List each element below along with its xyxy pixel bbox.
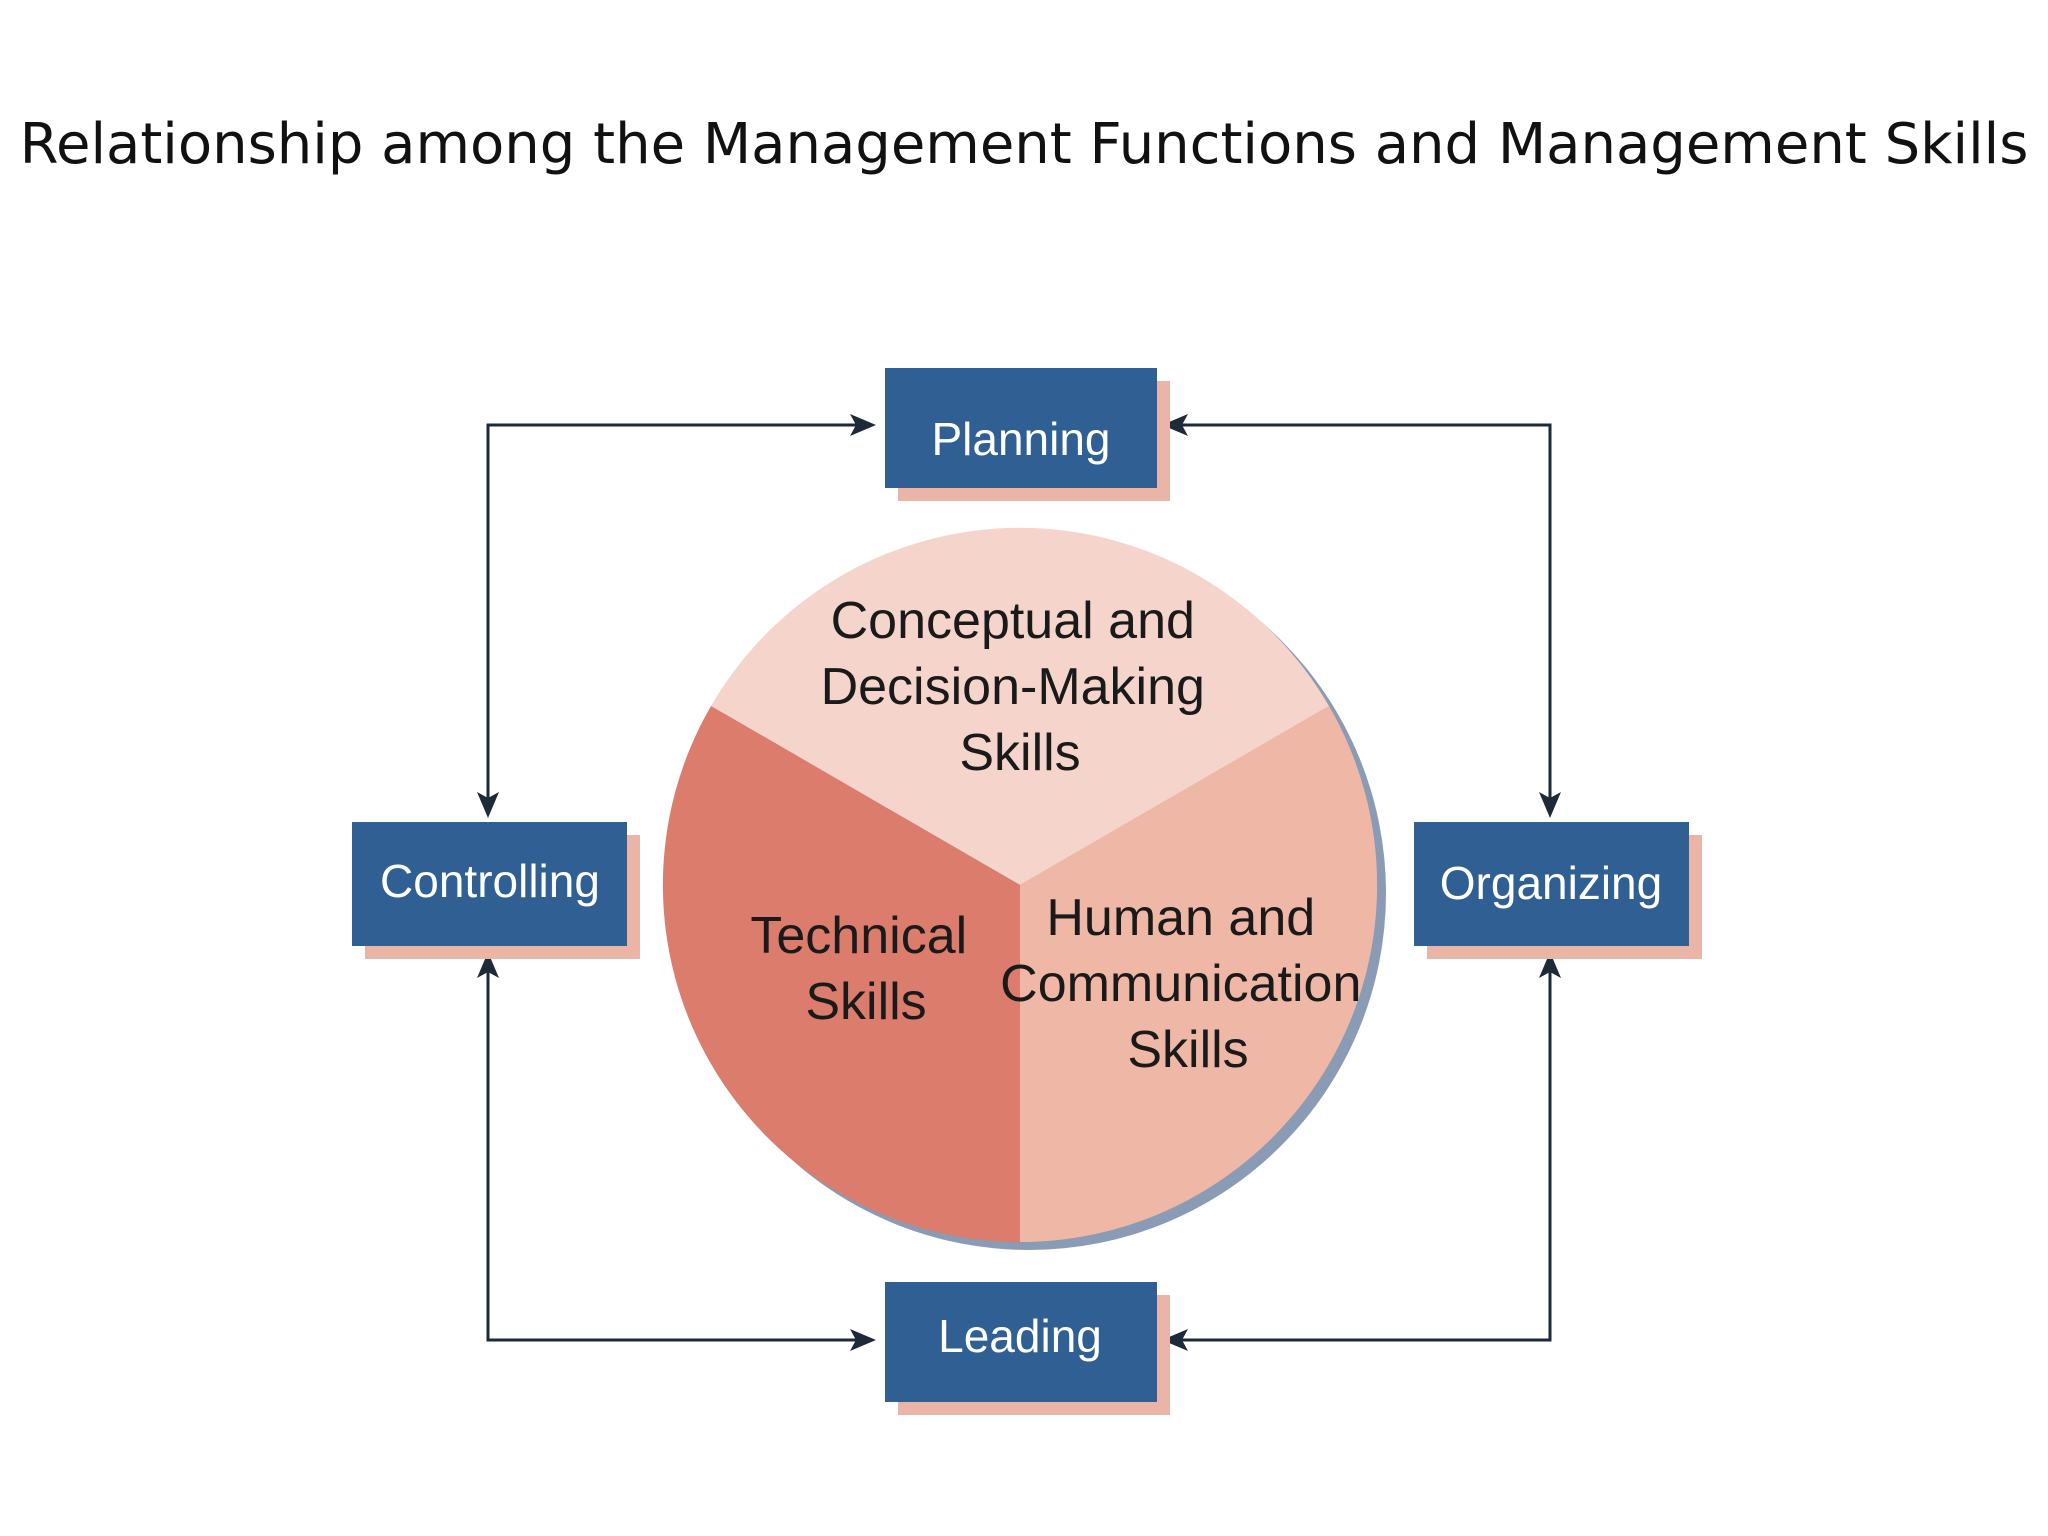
controlling-label: Controlling	[380, 855, 600, 907]
skill-human-line-1: Human and	[1046, 889, 1315, 947]
skill-conceptual-line-1: Conceptual and	[831, 592, 1195, 650]
connectors	[486, 423, 1552, 1342]
organizing-label: Organizing	[1440, 857, 1662, 909]
wedge-conceptual	[711, 527, 1329, 885]
skill-human-line-3: Skills	[1127, 1021, 1248, 1079]
arrowhead-to-controlling-top	[477, 792, 499, 818]
arrowhead-to-leading-right	[1162, 1329, 1188, 1351]
arrow-leading-controlling	[486, 960, 870, 1342]
skill-human-label: Human and Communication Skills	[1000, 889, 1376, 1079]
arrow-leading-organizing	[1168, 960, 1552, 1342]
skill-conceptual-line-3: Skills	[959, 724, 1080, 782]
box-leading: Leading	[885, 1282, 1170, 1415]
arrow-planning-controlling	[486, 423, 870, 810]
skill-human-line-2: Communication	[1000, 955, 1361, 1013]
wedge-technical	[662, 706, 1020, 1242]
skill-conceptual-label: Conceptual and Decision-Making Skills	[821, 592, 1220, 782]
arrowhead-to-planning-left	[850, 414, 876, 436]
slide-title: Relationship among the Management Functi…	[19, 112, 2029, 177]
skill-technical-line-2: Skills	[805, 973, 926, 1031]
skill-technical-label: Technical Skills	[750, 907, 981, 1031]
skill-technical-line-1: Technical	[750, 907, 967, 965]
wedge-human	[1020, 706, 1378, 1242]
box-organizing: Organizing	[1414, 822, 1702, 959]
planning-label: Planning	[931, 413, 1110, 465]
arrowhead-to-leading-left	[850, 1329, 876, 1351]
arrow-planning-organizing	[1168, 423, 1552, 810]
skills-circle: Conceptual and Decision-Making Skills Te…	[662, 527, 1386, 1250]
arrowhead-to-controlling-bottom	[477, 952, 499, 978]
arrowheads	[477, 414, 1561, 1351]
leading-label: Leading	[938, 1310, 1102, 1362]
arrowhead-to-planning-right	[1162, 414, 1188, 436]
arrowhead-to-organizing-top	[1539, 792, 1561, 818]
arrowhead-to-organizing-bottom	[1539, 952, 1561, 978]
box-planning: Planning	[885, 368, 1170, 501]
box-controlling: Controlling	[352, 822, 640, 959]
skill-conceptual-line-2: Decision-Making	[821, 658, 1205, 716]
